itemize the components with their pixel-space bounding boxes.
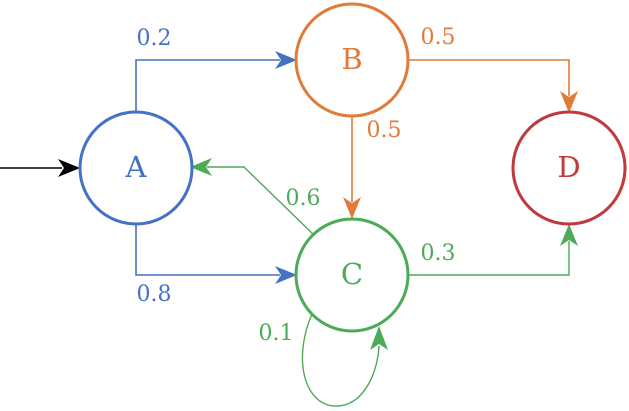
edge-b-to-c-label: 0.5: [367, 118, 402, 143]
edge-a-to-c-label: 0.8: [137, 282, 172, 307]
edge-b-to-c: [343, 116, 361, 219]
edge-a-to-c: [135, 224, 297, 284]
edge-c-to-d-label: 0.3: [421, 241, 456, 266]
edge-c-self-loop: [301, 313, 388, 407]
edge-c-to-d: [408, 224, 578, 276]
node-a: A: [78, 110, 194, 226]
edge-b-to-d-label: 0.5: [421, 25, 456, 50]
node-b: B: [294, 2, 410, 118]
edge-c-to-a-label: 0.6: [286, 186, 321, 211]
edge-c-to-a: [190, 158, 315, 236]
node-b-label: B: [341, 42, 362, 76]
start-arrow: [0, 159, 80, 177]
edge-a-to-b: [135, 51, 297, 112]
node-c-label: C: [341, 257, 363, 291]
node-c: C: [294, 217, 410, 333]
edge-c-self-loop-label: 0.1: [259, 321, 294, 346]
edge-a-to-b-label: 0.2: [137, 26, 172, 51]
node-a-label: A: [125, 150, 148, 184]
node-d: D: [511, 110, 627, 226]
edge-b-to-d: [408, 59, 578, 113]
node-d-label: D: [557, 150, 580, 184]
